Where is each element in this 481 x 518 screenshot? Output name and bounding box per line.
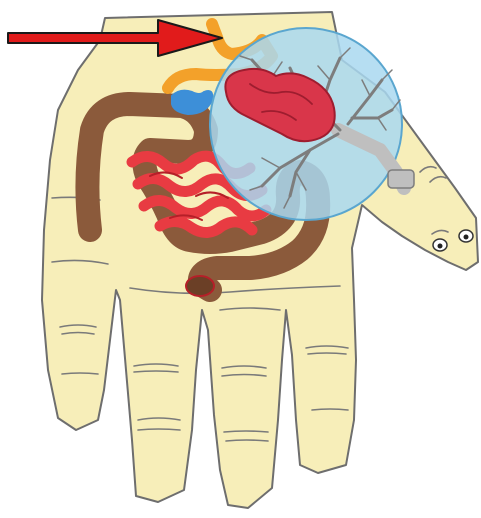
crease-index-3: [61, 372, 99, 375]
finger-creases: [51, 165, 447, 442]
larynx: [387, 169, 415, 189]
bronchiole-2: [239, 47, 401, 209]
small-intestine-loop-3: [138, 195, 272, 222]
bronchiole-1: [261, 61, 387, 191]
crease-middle-3: [137, 417, 181, 421]
heart-vessel-1: [249, 83, 313, 105]
crease-palm-4: [219, 307, 281, 311]
crease-ring-1: [221, 365, 267, 369]
small-intestine-loop-4: [154, 216, 258, 238]
thumb-pupil-left: [437, 243, 443, 249]
crease-middle-4: [137, 428, 181, 431]
small-intestine-fold-3: [169, 214, 203, 221]
lungs-region: [209, 27, 415, 221]
stomach: [171, 89, 214, 116]
thumb-face-icon: [431, 229, 474, 252]
crease-index-1: [59, 324, 97, 328]
crease-palm-2: [51, 259, 109, 265]
small-intestine-fold-1: [149, 171, 183, 179]
crease-ring-3: [223, 430, 269, 433]
crease-ring-4: [225, 439, 269, 442]
rectum: [185, 275, 215, 297]
crease-middle-2: [133, 370, 179, 373]
pointer-arrow: [7, 19, 223, 57]
red-arrow-icon: [7, 19, 223, 57]
crease-little-1: [305, 345, 349, 349]
crease-little-2: [307, 352, 347, 355]
crease-thumb-2: [429, 175, 447, 183]
crease-thumb-1: [419, 165, 437, 173]
heart-vessel-2: [261, 110, 297, 121]
crease-middle-1: [133, 363, 179, 367]
crease-little-3: [311, 408, 349, 411]
bronchus-lower: [260, 132, 340, 188]
crease-palm-3: [129, 285, 341, 295]
small-intestine-fold-2: [195, 191, 229, 199]
thumb-brow: [431, 229, 449, 235]
crease-index-2: [61, 331, 95, 335]
thumb-pupil-right: [463, 234, 469, 240]
crease-ring-2: [221, 373, 267, 377]
